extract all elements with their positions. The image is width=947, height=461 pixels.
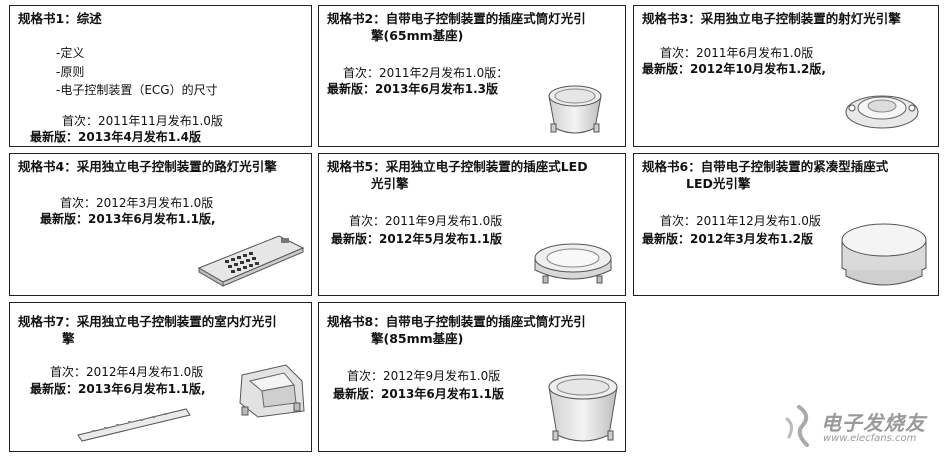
spec-card-4: 规格书4：采用独立电子控制装置的路灯光引擎 首次：2012年3月发布1.0版 最… bbox=[9, 153, 312, 296]
spec-item: -定义 bbox=[56, 46, 85, 60]
latest-release: 最新版：2013年6月发布1.1版, bbox=[30, 382, 206, 396]
watermark-text: 电子发烧友 bbox=[821, 411, 926, 435]
first-release: 首次：2012年3月发布1.0版 bbox=[60, 196, 214, 210]
indoor-light-engine-image bbox=[77, 364, 305, 442]
streetlight-engine-image bbox=[197, 235, 305, 287]
spec-card-5: 规格书5：采用独立电子控制装置的插座式LED 光引擎 首次：2011年9月发布1… bbox=[318, 153, 626, 296]
spec-card-8: 规格书8：自带电子控制装置的插座式筒灯光引 擎(85mm基座) 首次：2012年… bbox=[318, 302, 626, 452]
downlight-engine-85mm-image bbox=[548, 374, 618, 442]
first-release: 首次：2011年6月发布1.0版 bbox=[660, 46, 814, 60]
latest-release: 最新版：2013年6月发布1.1版, bbox=[40, 212, 216, 226]
first-release: 首次：2011年12月发布1.0版 bbox=[660, 214, 821, 228]
latest-release: 最新版：2012年3月发布1.2版 bbox=[642, 232, 814, 246]
spec-card-title: 规格书5：采用独立电子控制装置的插座式LED 光引擎 bbox=[327, 159, 588, 191]
spec-card-title: 规格书1：综述 bbox=[18, 11, 102, 26]
first-release: 首次：2011年9月发布1.0版 bbox=[349, 214, 503, 228]
spec-card-title: 规格书2：自带电子控制装置的插座式筒灯光引 擎(65mm基座) bbox=[327, 11, 586, 43]
spec-card-6: 规格书6：自带电子控制装置的紧凑型插座式 LED光引擎 首次：2011年12月发… bbox=[633, 153, 939, 296]
spec-card-title: 规格书8：自带电子控制装置的插座式筒灯光引 擎(85mm基座) bbox=[327, 314, 586, 346]
spec-item: -电子控制装置（ECG）的尺寸 bbox=[56, 83, 218, 97]
socket-led-engine-image bbox=[534, 243, 612, 284]
watermark-url: www.elecfans.com bbox=[823, 433, 917, 444]
compact-led-engine-image bbox=[841, 223, 927, 286]
downlight-engine-65mm-image bbox=[548, 85, 602, 134]
spec-card-title: 规格书4：采用独立电子控制装置的路灯光引擎 bbox=[18, 159, 277, 174]
spec-card-1: 规格书1：综述 -定义 -原则 -电子控制装置（ECG）的尺寸 首次：2011年… bbox=[9, 5, 312, 147]
spec-card-title: 规格书6：自带电子控制装置的紧凑型插座式 LED光引擎 bbox=[642, 159, 889, 191]
latest-release: 最新版：2012年10月发布1.2版, bbox=[642, 62, 826, 76]
first-release: 首次：2011年11月发布1.0版 bbox=[62, 114, 223, 128]
spec-card-7: 规格书7：采用独立电子控制装置的室内灯光引 擎 首次：2012年4月发布1.0版… bbox=[9, 302, 312, 452]
spec-card-title: 规格书7：采用独立电子控制装置的室内灯光引 擎 bbox=[18, 314, 277, 346]
latest-release: 最新版：2013年6月发布1.3版 bbox=[327, 82, 499, 96]
spotlight-engine-image bbox=[845, 95, 919, 129]
watermark-logo-icon bbox=[785, 405, 809, 447]
spec-card-3: 规格书3：采用独立电子控制装置的射灯光引擎 首次：2011年6月发布1.0版 最… bbox=[633, 5, 939, 147]
first-release: 首次：2011年2月发布1.0版： bbox=[343, 66, 509, 80]
first-release: 首次：2012年4月发布1.0版 bbox=[50, 365, 204, 379]
spec-card-title: 规格书3：采用独立电子控制装置的射灯光引擎 bbox=[642, 11, 901, 26]
latest-release: 最新版：2012年5月发布1.1版 bbox=[331, 232, 503, 246]
latest-release: 最新版：2013年4月发布1.4版 bbox=[30, 130, 202, 144]
watermark: 电子发烧友 www.elecfans.com bbox=[781, 399, 941, 455]
latest-release: 最新版：2013年6月发布1.1版 bbox=[333, 387, 505, 401]
first-release: 首次：2012年9月发布1.0版 bbox=[347, 369, 501, 383]
spec-item: -原则 bbox=[56, 65, 85, 79]
spec-card-2: 规格书2：自带电子控制装置的插座式筒灯光引 擎(65mm基座) 首次：2011年… bbox=[318, 5, 626, 147]
